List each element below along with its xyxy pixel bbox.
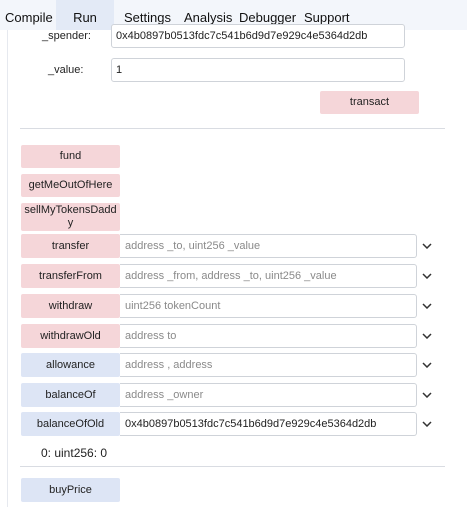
withdrawold-button[interactable]: withdrawOld — [21, 324, 120, 348]
value-label: _value: — [48, 64, 84, 76]
balanceofold-button[interactable]: balanceOfOld — [21, 412, 120, 436]
allowance-args-input[interactable] — [120, 353, 417, 377]
transfer-args-input[interactable] — [120, 234, 417, 258]
getmeoutofhere-button[interactable]: getMeOutOfHere — [21, 174, 120, 197]
tab-settings[interactable]: Settings — [124, 10, 171, 25]
withdraw-button[interactable]: withdraw — [21, 294, 120, 318]
tab-analysis[interactable]: Analysis — [184, 10, 233, 25]
sellmytokensdaddy-button[interactable]: sellMyTokensDaddy — [21, 203, 120, 231]
chevron-down-icon[interactable] — [421, 330, 433, 342]
chevron-down-icon[interactable] — [421, 300, 433, 312]
transferfrom-button[interactable]: transferFrom — [21, 264, 120, 288]
transact-button[interactable]: transact — [320, 91, 419, 114]
spender-input[interactable] — [111, 24, 405, 48]
balanceof-args-input[interactable] — [120, 383, 417, 407]
withdrawold-args-input[interactable] — [120, 324, 417, 348]
balanceofold-args-input[interactable] — [120, 412, 417, 436]
buyprice-button[interactable]: buyPrice — [21, 478, 120, 502]
chevron-down-icon[interactable] — [421, 270, 433, 282]
withdraw-args-input[interactable] — [120, 294, 417, 318]
transferfrom-args-input[interactable] — [120, 264, 417, 288]
balanceof-button[interactable]: balanceOf — [21, 383, 120, 407]
tab-run[interactable]: Run — [56, 0, 114, 30]
tab-support[interactable]: Support — [304, 10, 350, 25]
chevron-down-icon[interactable] — [421, 389, 433, 401]
fund-button[interactable]: fund — [21, 145, 120, 168]
panel-left-border — [7, 30, 8, 507]
transfer-button[interactable]: transfer — [21, 234, 120, 258]
call-result: 0: uint256: 0 — [41, 446, 108, 460]
tab-bar: Compile Run Settings Analysis Debugger S… — [0, 0, 467, 30]
spender-label: _spender: — [42, 30, 91, 42]
tab-debugger[interactable]: Debugger — [239, 10, 297, 25]
chevron-down-icon[interactable] — [421, 359, 433, 371]
value-input[interactable] — [111, 58, 405, 82]
chevron-down-icon[interactable] — [421, 418, 433, 430]
allowance-button[interactable]: allowance — [21, 353, 120, 377]
divider — [20, 128, 445, 129]
divider — [20, 466, 445, 467]
chevron-down-icon[interactable] — [421, 240, 433, 252]
tab-compile[interactable]: Compile — [5, 10, 53, 25]
